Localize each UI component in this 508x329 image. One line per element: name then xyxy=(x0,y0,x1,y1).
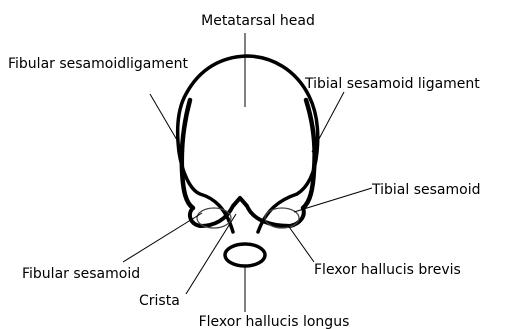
label-tibial-sesamoid-ligament: Tibial sesamoid ligament xyxy=(304,76,480,92)
leader-flexor-hallucis-brevis xyxy=(287,224,314,262)
label-flexor-hallucis-longus: Flexor hallucis longus xyxy=(199,314,350,329)
label-flexor-hallucis-brevis: Flexor hallucis brevis xyxy=(314,262,461,278)
leader-fibular-sesamoid xyxy=(123,213,202,262)
flexor-hallucis-longus-shape xyxy=(225,244,265,266)
label-tibial-sesamoid: Tibial sesamoid xyxy=(371,182,480,198)
tibial-sesamoid-ligament-shape xyxy=(303,100,315,208)
plantar-contour xyxy=(190,198,304,226)
label-fibular-sesamoid: Fibular sesamoid xyxy=(22,266,140,282)
fibular-sesamoid-ligament-shape xyxy=(182,100,193,208)
label-metatarsal-head: Metatarsal head xyxy=(201,13,315,29)
leader-tibial-sesamoid xyxy=(294,188,372,212)
label-fibular-sesamoid-ligament: Fibular sesamoidligament xyxy=(8,56,188,72)
label-crista: Crista xyxy=(139,293,180,309)
